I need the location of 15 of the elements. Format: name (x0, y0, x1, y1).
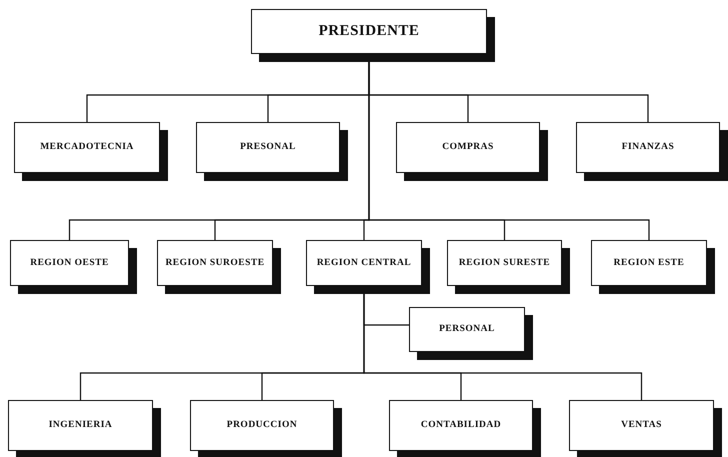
box-title: PRESONAL (240, 142, 296, 153)
box-title: REGION SURESTE (458, 258, 550, 268)
box-title: VENTAS (621, 420, 662, 431)
box-title: REGION ESTE (614, 258, 684, 268)
box-title: REGION SUROESTE (165, 258, 265, 268)
box-title: MERCADOTECNIA (40, 142, 134, 153)
box-title: COMPRAS (442, 142, 494, 153)
box-title: FINANZAS (622, 142, 674, 153)
box-title: PRODUCCION (226, 420, 298, 431)
box-title: CONTABILIDAD (420, 420, 502, 431)
box-title: PRESIDENTE (318, 22, 420, 40)
box-title: INGENIERIA (48, 420, 112, 431)
box-title: REGION OESTE (30, 258, 109, 268)
box-title: REGION CENTRAL (316, 258, 412, 268)
box-title: PERSONAL (439, 324, 495, 335)
